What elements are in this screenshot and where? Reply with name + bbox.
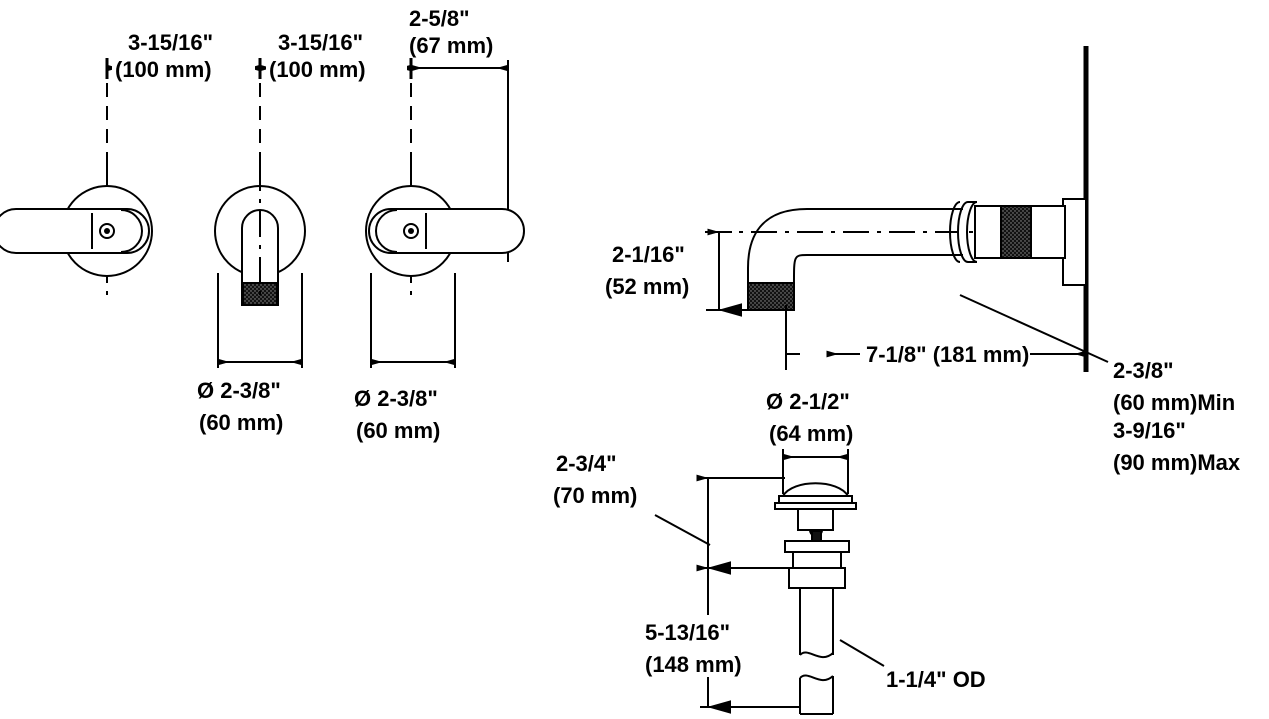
label-tailpiece-od: 1-1/4" OD (886, 667, 986, 692)
drain-tailpiece-break (799, 651, 834, 659)
right-handle-assembly (365, 165, 525, 297)
label-wall-depth-min-mm: (60 mm)Min (1113, 390, 1235, 415)
label-drain-top-inches: 2-3/4" (556, 451, 617, 476)
left-setscrew-inner (104, 228, 110, 234)
spout-outlet-aerator (747, 282, 795, 311)
label-spread-left-mm: (100 mm) (115, 57, 212, 82)
spout-base-front-view (214, 165, 306, 306)
label-escutcheon-right-dia-inches: Ø 2-3/8" (354, 386, 438, 411)
spout-barrel-rear (1029, 205, 1066, 259)
drain-assembly (774, 482, 857, 715)
spout-collar-ring (957, 201, 978, 263)
label-handle-projection-mm: (67 mm) (409, 33, 493, 58)
spout-side-view (705, 198, 1087, 311)
right-setscrew-inner (408, 228, 414, 234)
drain-vertical-dimensions (645, 474, 800, 714)
top-dimension-chain (105, 55, 509, 262)
label-spread-right-inches: 3-15/16" (278, 30, 363, 55)
drain-stopper-stem (811, 530, 822, 542)
tailpiece-od-leader (839, 639, 885, 667)
left-handle-assembly (0, 165, 153, 297)
label-spread-right-mm: (100 mm) (269, 57, 366, 82)
leader-line-tailpiece-od (839, 639, 885, 667)
spout-collar-edge (949, 201, 961, 263)
label-escutcheon-left-dia-mm: (60 mm) (199, 410, 283, 435)
label-mask-drain-tail (645, 615, 765, 677)
drain-tailpiece-sides (799, 588, 834, 655)
label-drain-flange-dia-mm: (64 mm) (769, 421, 853, 446)
spout-elbow-outer (747, 208, 808, 303)
right-lever-body (368, 208, 525, 254)
label-escutcheon-left-dia-inches: Ø 2-3/8" (197, 378, 281, 403)
label-wall-depth-min-inches: 2-3/8" (1113, 358, 1174, 383)
spout-wall-flange (1062, 198, 1087, 286)
spout-barrel-mid (974, 205, 1002, 259)
spout-knurled-band (999, 205, 1032, 259)
left-lever-body (0, 208, 150, 254)
drain-flange-plate (784, 540, 850, 553)
wall-depth-leader (959, 294, 1109, 363)
label-wall-depth-max-inches: 3-9/16" (1113, 418, 1186, 443)
label-spread-left-inches: 3-15/16" (128, 30, 213, 55)
drain-flange-diameter-dimension (782, 449, 849, 494)
leader-line-drain-top (654, 514, 711, 546)
leader-line-wall-depth (959, 294, 1109, 363)
spout-height-dimension (706, 228, 752, 317)
label-mask-1 (112, 55, 255, 81)
label-drain-tail-inches: 5-13/16" (645, 620, 730, 645)
label-spout-height-mm: (52 mm) (605, 274, 689, 299)
drain-stopper-skirt (797, 508, 834, 531)
drain-body-upper (792, 551, 842, 569)
drain-stopper-rim-upper (778, 495, 853, 504)
label-spout-height-inches: 2-1/16" (612, 242, 685, 267)
label-drain-top-mm: (70 mm) (553, 483, 637, 508)
label-handle-projection-inches: 2-5/8" (409, 6, 470, 31)
spout-horizontal-tube (807, 208, 963, 256)
drain-stopper-rim-lower (774, 502, 857, 510)
escutcheon-diameter-dimensions (217, 273, 456, 368)
label-mask-2 (266, 55, 407, 81)
label-escutcheon-right-dia-mm: (60 mm) (356, 418, 440, 443)
drain-body-nut (788, 567, 846, 589)
label-drain-flange-dia-inches: Ø 2-1/2" (766, 389, 850, 414)
label-wall-depth-max-mm: (90 mm)Max (1113, 450, 1241, 475)
left-lever-cap-edge (120, 209, 143, 253)
right-lever-cap-edge (375, 209, 398, 253)
label-spout-reach: 7-1/8" (181 mm) (866, 342, 1029, 367)
label-drain-tail-mm: (148 mm) (645, 652, 742, 677)
drain-lower-break (799, 674, 834, 682)
